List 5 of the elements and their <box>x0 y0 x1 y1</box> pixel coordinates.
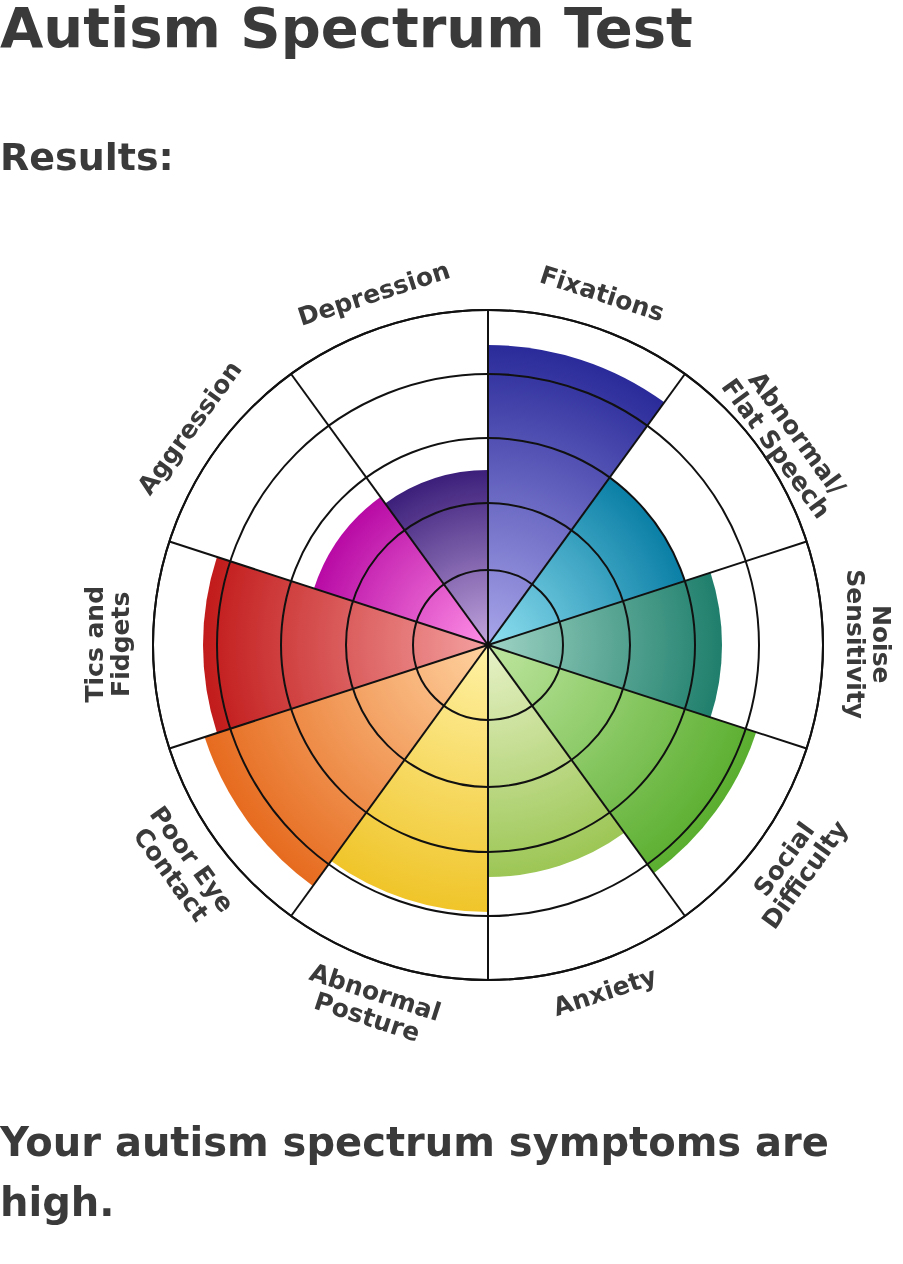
sector-label: Tics and Fidgets <box>81 584 135 705</box>
page-title: Autism Spectrum Test <box>0 0 693 62</box>
sector-label: Noise Sensitivity <box>841 569 895 720</box>
results-heading: Results: <box>0 135 174 179</box>
result-caption: Your autism spectrum symptoms are high. <box>0 1118 830 1227</box>
